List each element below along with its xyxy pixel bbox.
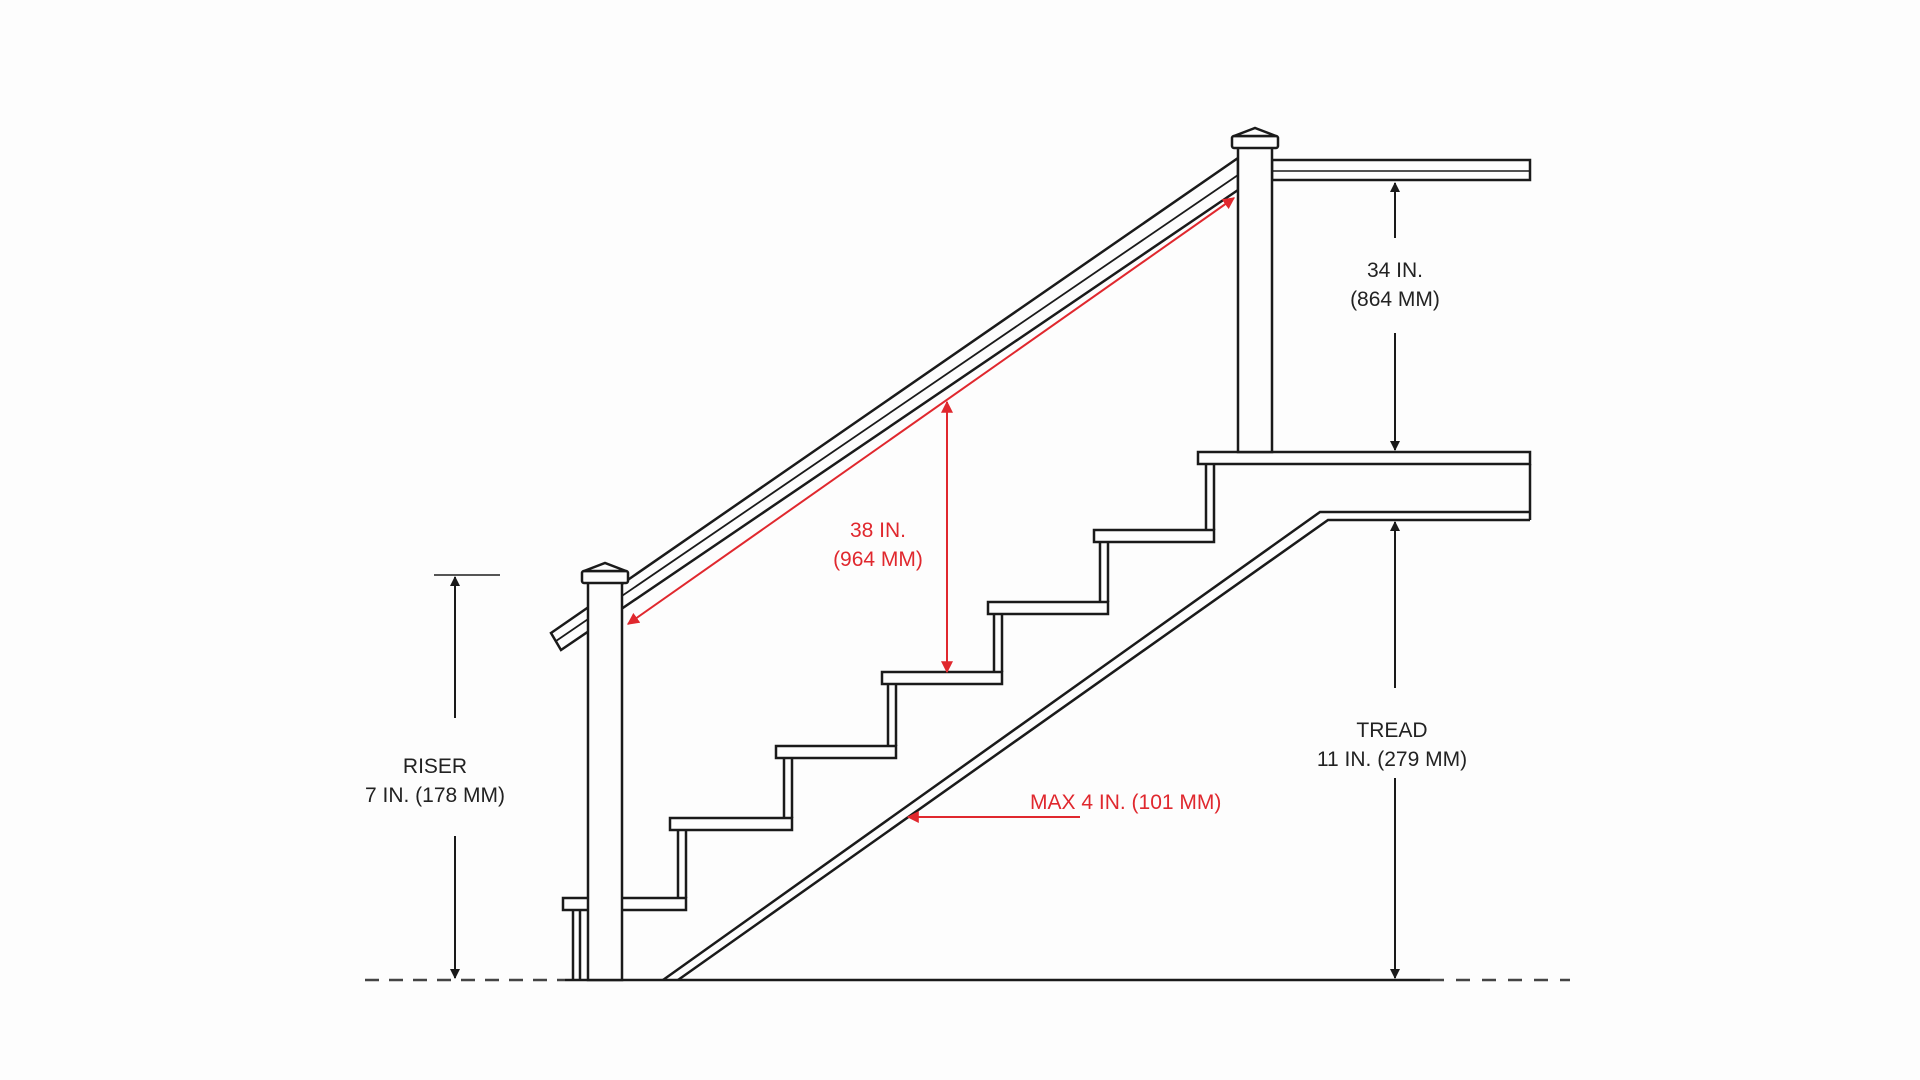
tread-4 [880, 670, 1004, 686]
riser-label: RISER 7 IN. (178 MM) [350, 752, 520, 810]
tread-1 [561, 896, 688, 912]
landing-rail-height-in: 34 IN. [1366, 259, 1424, 282]
bottom-post [580, 561, 630, 982]
max-gap-label: MAX 4 IN. (101 MM) [1030, 788, 1250, 817]
stair-rail-height-label: 38 IN. (964 MM) [813, 516, 943, 574]
tread-title: TREAD [1356, 719, 1428, 742]
tread-5 [986, 600, 1110, 616]
landing-rail-height-mm: (864 MM) [1350, 288, 1440, 311]
stringer [662, 510, 1530, 982]
riser-dimension [434, 574, 500, 979]
riser-title: RISER [402, 755, 468, 778]
top-post [1230, 126, 1280, 454]
riser-value: 7 IN. (178 MM) [364, 784, 506, 807]
stair-rail-height-mm: (964 MM) [833, 548, 923, 571]
stair-rail-height-in: 38 IN. [849, 519, 907, 542]
rail-length-arrow [627, 197, 1235, 625]
stair-handrail [549, 155, 1240, 652]
tread-value: 11 IN. (279 MM) [1316, 748, 1468, 771]
landing-rail-height-label: 34 IN. (864 MM) [1330, 256, 1460, 314]
tread-2 [668, 816, 794, 832]
max-gap-value: MAX 4 IN. (101 MM) [1030, 791, 1222, 814]
tread-label: TREAD 11 IN. (279 MM) [1302, 716, 1482, 774]
landing-handrail [1270, 158, 1532, 182]
landing [1196, 450, 1532, 520]
tread-6 [1092, 528, 1216, 544]
tread-3 [774, 744, 898, 760]
